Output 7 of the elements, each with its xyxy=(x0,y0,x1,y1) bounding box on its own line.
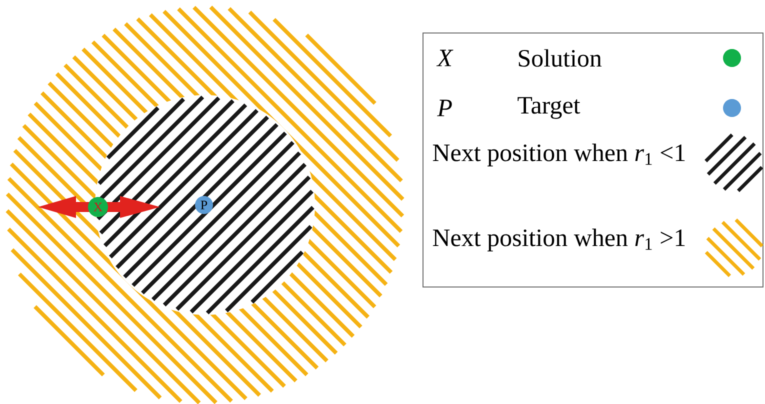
symbol-label: P xyxy=(437,100,452,116)
legend-text: Next position when r$_{1}$ >1 xyxy=(432,228,685,252)
legend-text: Solution xyxy=(518,49,602,67)
legend-text: Next position when r$_{1}$ <1 xyxy=(432,144,685,166)
symbol-label: X xyxy=(436,50,454,66)
legend-text: Target xyxy=(518,97,580,119)
hatched-disk xyxy=(95,95,315,315)
